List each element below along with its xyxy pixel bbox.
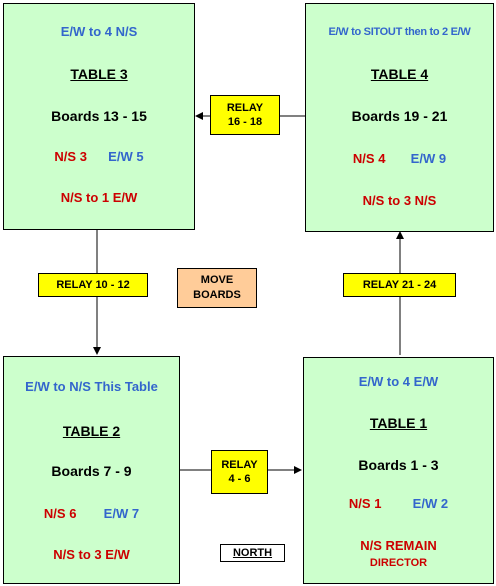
table-2-box: E/W to N/S This Table TABLE 2 Boards 7 -… <box>3 356 180 584</box>
move-boards-line1: MOVE <box>200 274 234 286</box>
relay-4-6-line2: 4 - 6 <box>228 473 251 485</box>
table-1-ew-move: E/W to 4 E/W <box>358 374 439 389</box>
table-3-title: TABLE 3 <box>70 66 128 82</box>
table-2-ew-pair: E/W 7 <box>103 506 140 521</box>
relay-16-18-line2: 16 - 18 <box>227 116 263 128</box>
table-1-box: E/W to 4 E/W TABLE 1 Boards 1 - 3 N/S 1 … <box>303 357 494 584</box>
table-4-ns-pair: N/S 4 <box>352 151 386 166</box>
table-1-title: TABLE 1 <box>369 415 428 431</box>
relay-16-18-line1: RELAY <box>226 102 264 114</box>
move-boards: MOVE BOARDS <box>177 268 257 308</box>
move-boards-line2: BOARDS <box>193 289 241 301</box>
table-3-boards: Boards 13 - 15 <box>51 108 147 124</box>
table-2-pairs: N/S 6 E/W 7 <box>4 506 179 521</box>
table-1-pairs: N/S 1 E/W 2 <box>304 496 493 511</box>
table-4-ew-pair: E/W 9 <box>410 151 447 166</box>
table-3-box: E/W to 4 N/S TABLE 3 Boards 13 - 15 N/S … <box>3 3 195 230</box>
relay-4-6: RELAY 4 - 6 <box>211 450 268 494</box>
table-1-ew-pair: E/W 2 <box>412 496 449 511</box>
table-2-ns-move: N/S to 3 E/W <box>53 547 130 562</box>
table-3-pairs: N/S 3 E/W 5 <box>4 149 194 164</box>
table-3-ns-move: N/S to 1 E/W <box>60 190 138 205</box>
table-2-ew-move: E/W to N/S This Table <box>25 379 158 394</box>
table-4-title: TABLE 4 <box>370 66 429 82</box>
table-4-ns-move: N/S to 3 N/S <box>362 193 437 208</box>
relay-16-18: RELAY 16 - 18 <box>210 95 280 135</box>
table-1-ns-pair: N/S 1 <box>348 496 382 511</box>
table-4-boards: Boards 19 - 21 <box>351 108 448 124</box>
relay-4-6-line1: RELAY <box>221 459 258 471</box>
table-2-title: TABLE 2 <box>62 423 121 439</box>
table-1-ns-move: N/S REMAIN <box>360 538 437 553</box>
table-2-boards: Boards 7 - 9 <box>51 463 132 479</box>
table-1-boards: Boards 1 - 3 <box>358 457 439 473</box>
table-4-pairs: N/S 4 E/W 9 <box>306 151 493 166</box>
relay-21-24-label: RELAY 21 - 24 <box>362 279 437 291</box>
relay-10-12: RELAY 10 - 12 <box>38 273 148 297</box>
table-3-ew-pair: E/W 5 <box>108 149 144 164</box>
table-1-ns-move-sub: DIRECTOR <box>369 557 428 569</box>
relay-10-12-label: RELAY 10 - 12 <box>56 279 130 291</box>
north-label: NORTH <box>220 544 285 562</box>
table-2-ns-pair: N/S 6 <box>43 506 77 521</box>
table-4-box: E/W to SITOUT then to 2 E/W TABLE 4 Boar… <box>305 3 494 232</box>
table-4-ew-move: E/W to SITOUT then to 2 E/W <box>328 26 471 38</box>
relay-21-24: RELAY 21 - 24 <box>343 273 456 297</box>
table-3-ew-move: E/W to 4 N/S <box>60 24 138 39</box>
table-3-ns-pair: N/S 3 <box>54 149 87 164</box>
